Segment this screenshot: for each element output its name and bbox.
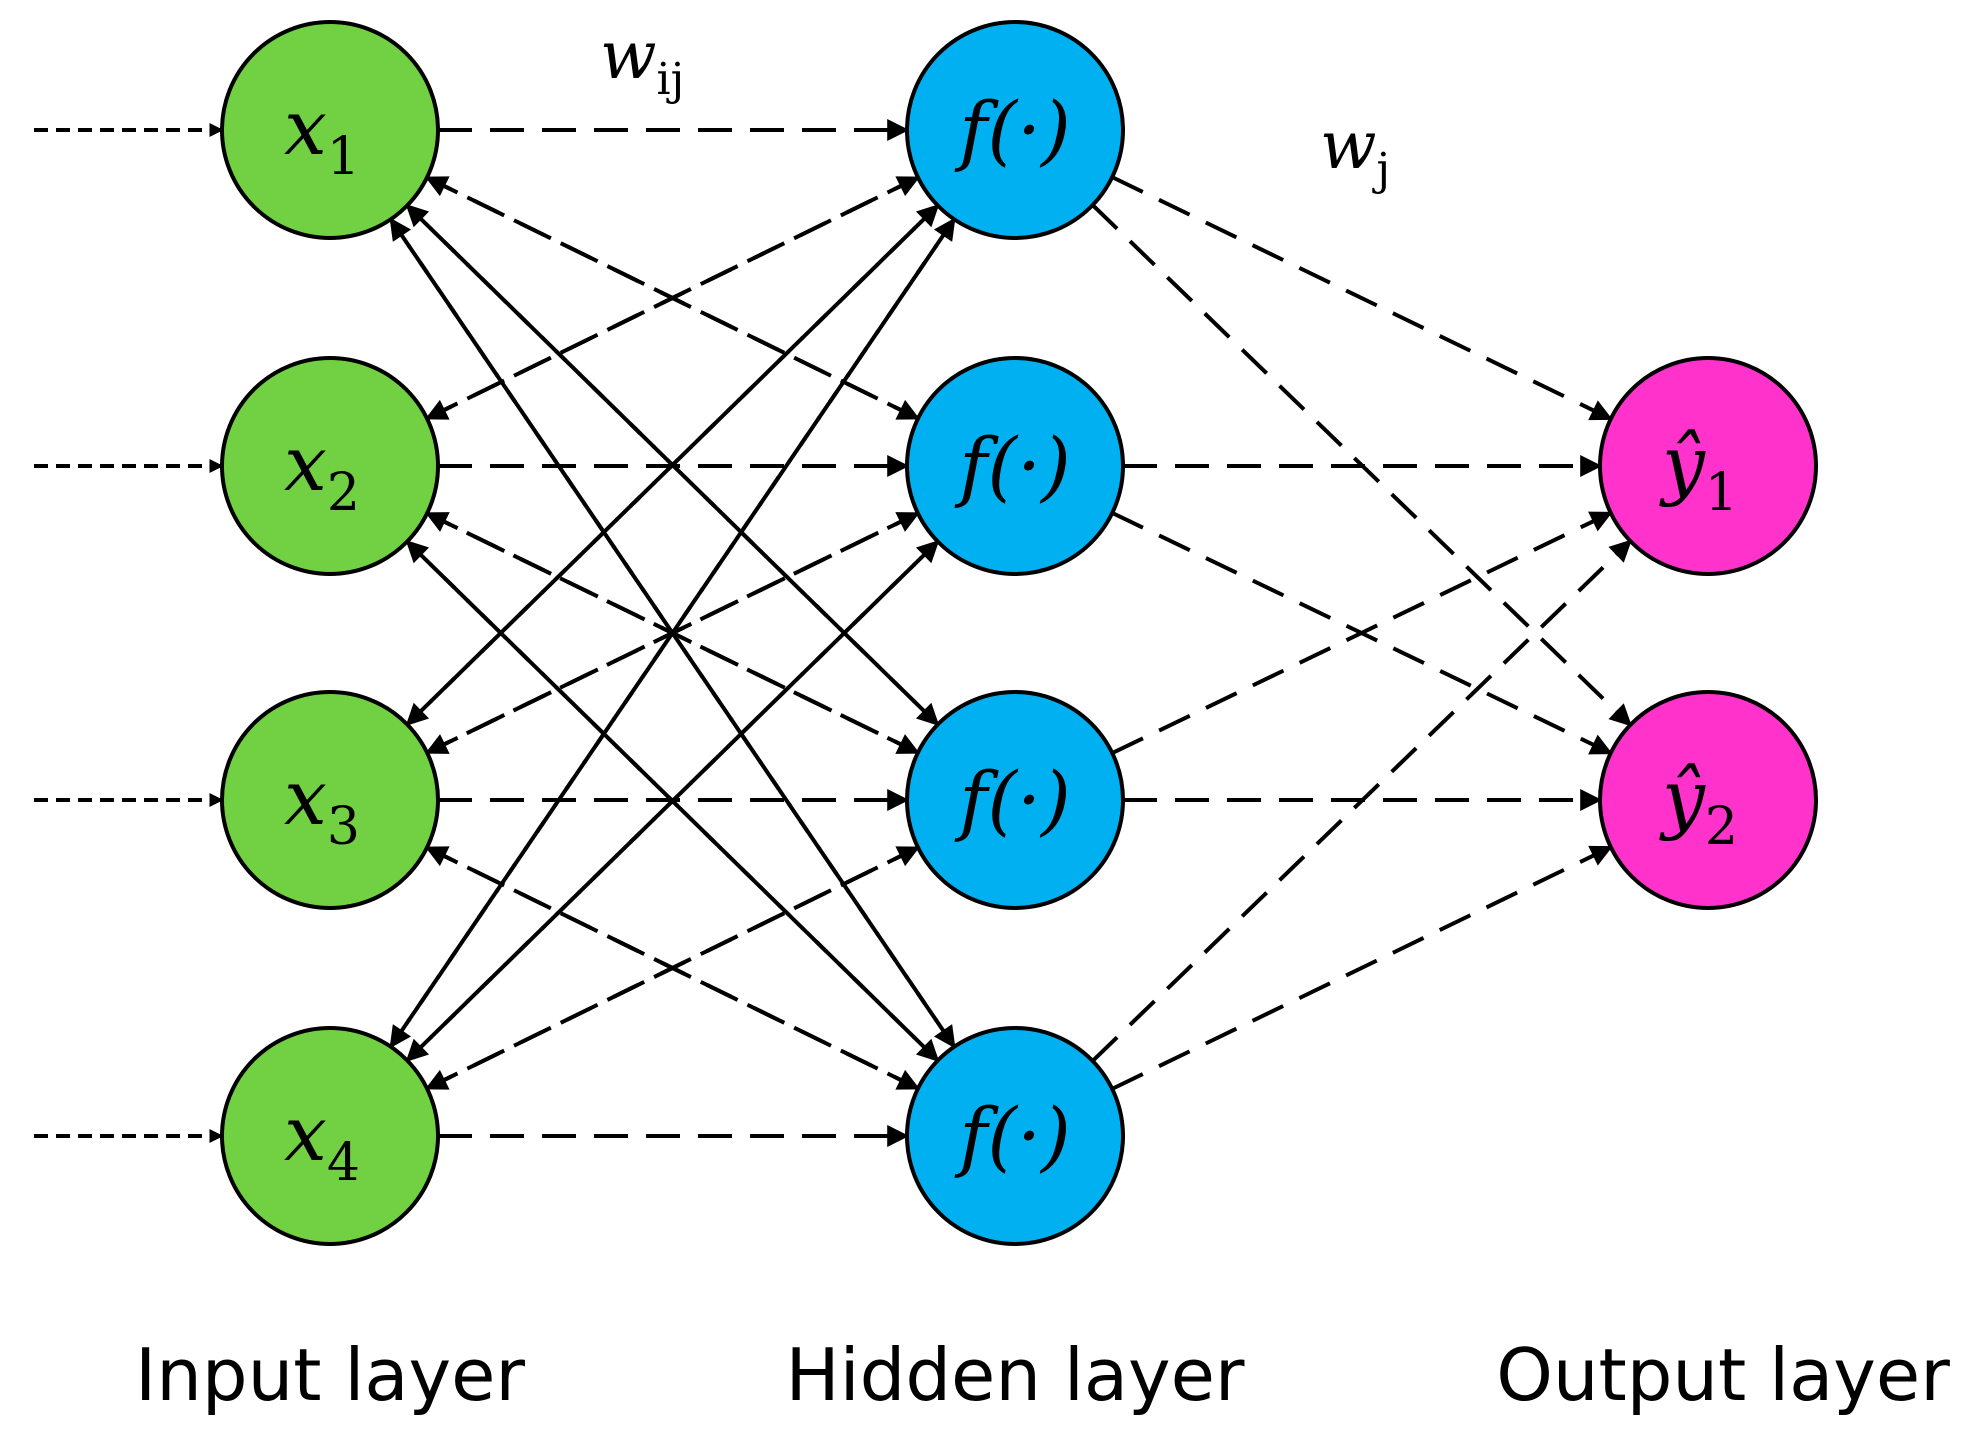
edge-h1-x2 [424, 175, 919, 421]
input-node-4 [220, 1026, 440, 1246]
hidden-node-label-3: f(·) [954, 755, 1071, 844]
hidden-node-label-1: f(·) [954, 85, 1071, 174]
weight-label-input-hidden-var: w [600, 17, 657, 94]
output-node-2 [1598, 690, 1818, 910]
output-node-1 [1598, 356, 1818, 576]
nodes: x1 x2 x3 x4 f(·) f(·) f(·) f(·) ŷ1 ŷ2 [220, 20, 1818, 1246]
input-node-label-4: x4 [284, 1089, 360, 1193]
hidden-node-3 [905, 690, 1125, 910]
hidden-node-1 [905, 20, 1125, 240]
weight-label-hidden-output-sub: j [1372, 144, 1391, 195]
input-node-label-3: x3 [284, 753, 360, 857]
input-node-1 [220, 20, 440, 240]
output-node-label-1: ŷ1 [1659, 419, 1738, 523]
weight-label-input-hidden: wij [600, 17, 684, 105]
weight-label-input-hidden-sub: ij [657, 54, 685, 105]
connections [34, 119, 1632, 1147]
edge-h4-y2 [1111, 845, 1613, 1091]
hidden-node-2 [905, 356, 1125, 576]
weight-label-hidden-output-var: w [1320, 107, 1377, 184]
input-node-3 [220, 690, 440, 910]
edge-h3-y1 [1111, 511, 1613, 755]
edge-h1-x3 [405, 204, 940, 727]
input-node-label-2: x2 [284, 419, 360, 523]
input-layer-label: Input layer [135, 1333, 525, 1417]
hidden-layer-label: Hidden layer [786, 1333, 1245, 1417]
edge-h2-x4 [405, 540, 940, 1063]
input-node-2 [220, 356, 440, 576]
weight-label-hidden-output: wj [1320, 107, 1390, 195]
output-layer-label: Output layer [1496, 1333, 1950, 1417]
edge-h3-x4 [424, 845, 919, 1091]
hidden-node-label-2: f(·) [954, 421, 1071, 510]
input-node-label-1: x1 [284, 83, 360, 187]
edge-h4-y1 [1091, 539, 1632, 1063]
hidden-node-label-4: f(·) [954, 1091, 1071, 1180]
edge-h1-x4 [389, 218, 956, 1049]
edge-h1-y1 [1111, 175, 1613, 421]
output-node-label-2: ŷ2 [1659, 753, 1738, 857]
hidden-node-4 [905, 1026, 1125, 1246]
